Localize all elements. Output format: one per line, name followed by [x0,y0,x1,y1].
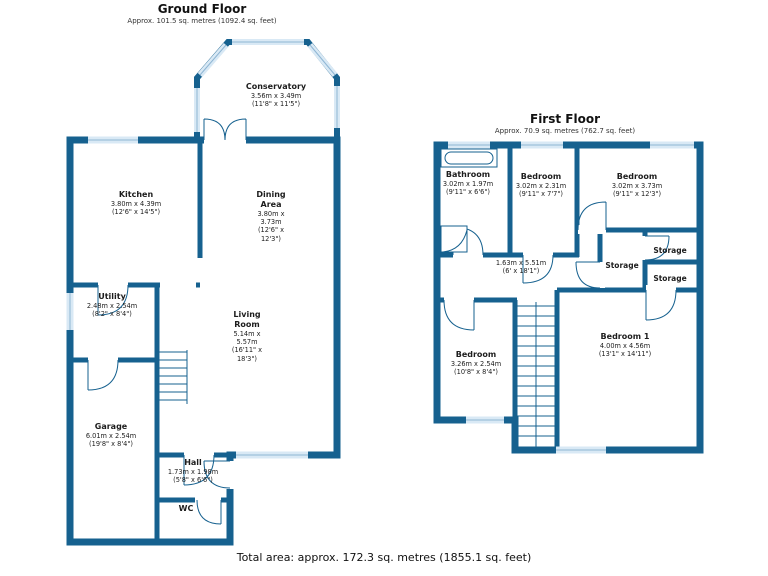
ground-floor-doors [87,118,247,525]
room-label-living-room: Living Room 5.14m x 5.57m (16'11" x 18'3… [231,310,263,363]
ground-floor-stairs [159,350,188,404]
ground-floor-plan [66,39,341,546]
room-label-hall: Hall 1.73m x 1.98m (5'8" x 6'6") [167,458,219,485]
room-label-bedroom-middle: Bedroom 3.02m x 2.31m (9'11" x 7'7") [515,172,567,199]
room-label-bedroom-bottom-left: Bedroom 3.26m x 2.54m (10'8" x 8'4") [450,350,502,377]
room-label-utility: Utility 2.48m x 2.54m (8'2" x 8'4") [86,292,138,319]
ground-floor-subtitle: Approx. 101.5 sq. metres (1092.4 sq. fee… [127,17,277,25]
room-label-storage-top-right: Storage [653,246,687,255]
room-label-conservatory: Conservatory 3.56m x 3.49m (11'8" x 11'5… [245,82,307,109]
room-label-storage-bottom-right: Storage [653,274,687,283]
ground-floor-windows [66,39,340,459]
first-floor-title: First Floor [529,112,601,126]
first-floor-plan [433,141,704,454]
room-label-bathroom: Bathroom 3.02m x 1.97m (9'11" x 6'6") [442,170,494,197]
room-label-dining-area: Dining Area 3.80m x 3.73m (12'6" x 12'3"… [256,190,286,243]
room-label-wc: WC [178,504,194,513]
first-floor-windows [448,141,694,454]
room-label-storage-middle: Storage [605,261,639,270]
room-label-bedroom-top-right: Bedroom 3.02m x 3.73m (9'11" x 12'3") [611,172,663,199]
ground-floor-title: Ground Floor [157,2,247,16]
bathroom-fixtures [440,148,498,253]
room-label-garage: Garage 6.01m x 2.54m (19'8" x 8'4") [85,422,137,449]
first-floor-doors [443,201,677,331]
room-label-landing: 1.63m x 5.51m (6' x 18'1") [495,259,547,276]
first-floor-stairs [517,302,555,448]
room-label-kitchen: Kitchen 3.80m x 4.39m (12'6" x 14'5") [110,190,162,217]
room-label-bedroom-1: Bedroom 1 4.00m x 4.56m (13'1" x 14'11") [598,332,652,359]
total-area-text: Total area: approx. 172.3 sq. metres (18… [236,551,532,564]
first-floor-subtitle: Approx. 70.9 sq. metres (762.7 sq. feet) [494,127,636,135]
